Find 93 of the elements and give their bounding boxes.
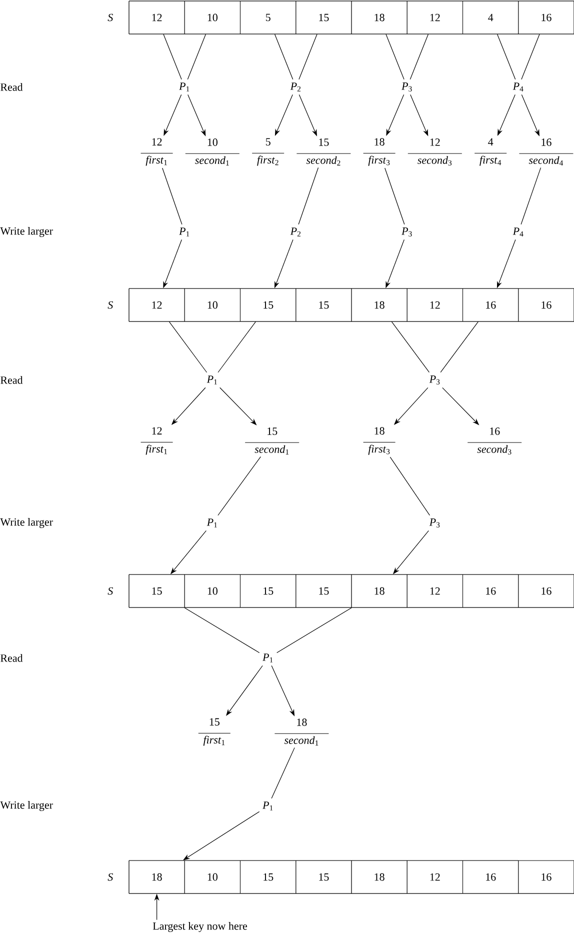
connector-line bbox=[187, 34, 206, 80]
array-cell: 12 bbox=[128, 0, 185, 34]
array-cell: 12 bbox=[406, 574, 463, 608]
variable-label: 16 second$_{3}$ bbox=[467, 428, 522, 454]
array-cell: 16 bbox=[518, 860, 574, 894]
variable-label: 5 first$_{2}$ bbox=[252, 138, 284, 166]
variable-label: 15 second$_{1}$ bbox=[244, 428, 300, 454]
variable-label: 15 first$_{1}$ bbox=[198, 718, 231, 746]
variable-label: 10 second$_{1}$ bbox=[185, 138, 240, 166]
array-cell: 5 bbox=[240, 0, 296, 34]
variable-label: 12 first$_{1}$ bbox=[140, 427, 174, 455]
connector-line bbox=[298, 167, 319, 225]
connector-line bbox=[276, 607, 352, 654]
connector-line bbox=[271, 747, 295, 799]
processor-label: P$_{1}$ bbox=[179, 228, 190, 236]
array-cell: 15 bbox=[128, 574, 185, 608]
arrow bbox=[226, 665, 263, 716]
connector-line bbox=[184, 607, 260, 654]
array-cell: 16 bbox=[462, 574, 519, 608]
connector-line bbox=[163, 34, 182, 80]
connector-line bbox=[218, 321, 256, 373]
array-cell: 15 bbox=[240, 860, 296, 894]
connector-line bbox=[410, 34, 429, 80]
step-label: Write larger bbox=[0, 518, 53, 528]
connector-line bbox=[218, 456, 261, 516]
processor-label: P$_{1}$ bbox=[206, 518, 217, 528]
array-cell: 16 bbox=[518, 288, 574, 322]
connector-line bbox=[162, 168, 182, 225]
processor-label: P$_{3}$ bbox=[429, 376, 440, 384]
variable-label: 18 first$_{3}$ bbox=[363, 427, 396, 455]
processor-label: P$_{4}$ bbox=[512, 228, 524, 236]
array-cell: 10 bbox=[184, 0, 240, 34]
connector-line bbox=[390, 456, 430, 516]
variable-label: 16 second$_{4}$ bbox=[518, 138, 574, 166]
connector-line bbox=[298, 34, 318, 80]
array-cell: 15 bbox=[296, 288, 352, 322]
array-name: S bbox=[108, 301, 113, 309]
processor-label: P$_{2}$ bbox=[290, 82, 300, 92]
variable-label: 18 second$_{1}$ bbox=[274, 718, 329, 746]
step-label: Write larger bbox=[0, 801, 53, 811]
processor-label: P$_{1}$ bbox=[262, 802, 273, 810]
array-cell: 10 bbox=[184, 860, 240, 894]
connector-line bbox=[386, 34, 404, 80]
array-cell: 18 bbox=[351, 288, 408, 322]
connector-line bbox=[521, 34, 540, 80]
array-cell: 10 bbox=[184, 574, 240, 608]
array-cell: 18 bbox=[351, 574, 408, 608]
connector-line bbox=[391, 321, 430, 373]
array-cell: 16 bbox=[462, 288, 519, 322]
array-cell: 15 bbox=[296, 574, 352, 608]
variable-label: 12 second$_{3}$ bbox=[408, 138, 462, 166]
step-label: Read bbox=[0, 376, 23, 384]
array-cell: 18 bbox=[351, 860, 408, 894]
array-cell: 10 bbox=[184, 288, 240, 322]
connector-line bbox=[168, 321, 208, 373]
array-cell: 16 bbox=[462, 860, 519, 894]
processor-label: P$_{3}$ bbox=[402, 82, 412, 92]
array-cell: 18 bbox=[128, 860, 185, 894]
array-cell: 15 bbox=[296, 860, 352, 894]
connector-line bbox=[274, 34, 294, 80]
array-name: S bbox=[108, 14, 113, 22]
variable-label: 4 first$_{4}$ bbox=[474, 138, 507, 166]
array-cell: 18 bbox=[351, 0, 408, 34]
processor-label: P$_{1}$ bbox=[206, 376, 217, 384]
array-cell: 15 bbox=[296, 0, 352, 34]
step-label: Read bbox=[0, 654, 23, 662]
connector-line bbox=[440, 321, 478, 373]
array-name: S bbox=[108, 873, 113, 881]
array-cell: 15 bbox=[240, 288, 296, 322]
array-cell: 16 bbox=[518, 574, 574, 608]
processor-label: P$_{1}$ bbox=[262, 654, 273, 662]
variable-label: 18 first$_{3}$ bbox=[363, 138, 396, 166]
processor-label: P$_{2}$ bbox=[290, 228, 300, 236]
processor-label: P$_{4}$ bbox=[512, 82, 524, 92]
connector-line bbox=[496, 34, 516, 80]
note-text: Largest key now here bbox=[152, 922, 247, 932]
array-cell: 4 bbox=[462, 0, 519, 34]
array-cell: 12 bbox=[406, 288, 463, 322]
array-cell: 12 bbox=[128, 288, 185, 322]
array-cell: 15 bbox=[240, 574, 296, 608]
processor-label: P$_{3}$ bbox=[402, 228, 412, 236]
connector-line bbox=[384, 168, 405, 225]
step-label: Read bbox=[0, 83, 23, 91]
array-cell: 12 bbox=[406, 860, 463, 894]
processor-label: P$_{3}$ bbox=[429, 518, 440, 528]
array-cell: 12 bbox=[406, 0, 463, 34]
variable-label: 12 first$_{1}$ bbox=[140, 138, 174, 166]
variable-label: 15 second$_{2}$ bbox=[296, 138, 351, 166]
array-name: S bbox=[108, 587, 113, 595]
step-label: Write larger bbox=[0, 227, 53, 237]
array-cell: 16 bbox=[518, 0, 574, 34]
connector-line bbox=[520, 167, 542, 225]
processor-label: P$_{1}$ bbox=[179, 82, 190, 92]
